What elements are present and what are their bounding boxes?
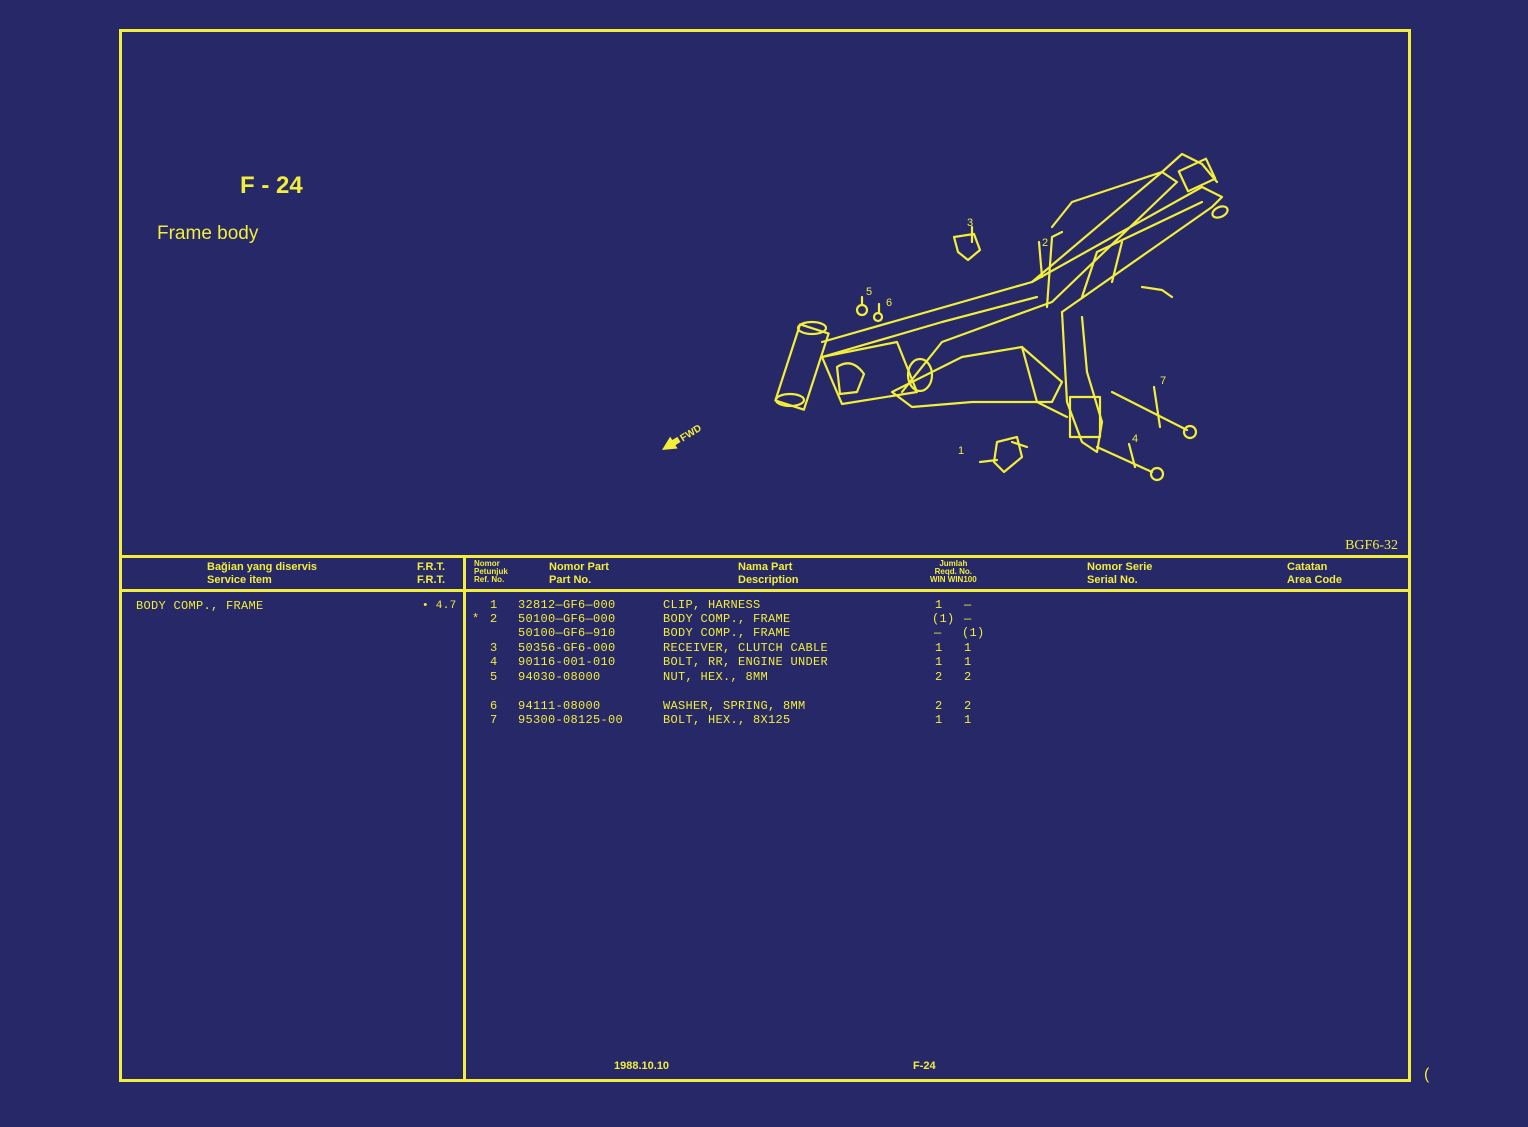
parts-sheet: F - 24 Frame body bbox=[119, 29, 1411, 1082]
area-code-header: Catatan Area Code bbox=[1287, 561, 1343, 586]
part-3-receiver bbox=[952, 232, 982, 262]
frt-header: F.R.T. F.R.T. bbox=[417, 561, 446, 586]
ref-no-header: Nomor Petunjuk Ref. No. bbox=[474, 559, 508, 584]
frt-value: • 4.7 bbox=[422, 600, 457, 612]
callout-3: 3 bbox=[967, 217, 973, 229]
callout-4: 4 bbox=[1132, 433, 1138, 445]
head-tube-part bbox=[774, 320, 830, 411]
page-code: F - 24 bbox=[240, 172, 303, 199]
footer-page-number: F-24 bbox=[913, 1060, 936, 1072]
part-1-clip bbox=[992, 435, 1024, 474]
pivot-plate bbox=[1060, 310, 1104, 454]
callout-1: 1 bbox=[958, 445, 964, 457]
callout-6: 6 bbox=[886, 297, 892, 309]
backbone-tube bbox=[820, 170, 1179, 394]
gusset-plate bbox=[820, 340, 919, 406]
callout-2: 2 bbox=[1042, 237, 1048, 249]
callout-5: 5 bbox=[866, 286, 872, 298]
description-header: Nama Part Description bbox=[738, 561, 799, 586]
part-5-nut bbox=[855, 303, 869, 317]
backbone-hole bbox=[906, 357, 934, 393]
corner-mark: ( bbox=[1424, 1066, 1430, 1083]
frame-illustration: 3 2 5 6 7 4 1 FWD bbox=[662, 152, 1229, 482]
column-divider bbox=[463, 555, 466, 1079]
fwd-label: FWD bbox=[679, 423, 704, 444]
part-no-header: Nomor Part Part No. bbox=[549, 561, 609, 586]
part-6-washer bbox=[872, 311, 884, 323]
qty-header: Jumlah Reqd. No. WIN WIN100 bbox=[930, 559, 977, 584]
table-top-rule bbox=[122, 555, 1408, 558]
seat-rail bbox=[1030, 185, 1224, 314]
callout-7: 7 bbox=[1160, 375, 1166, 387]
header-bottom-rule bbox=[122, 589, 1408, 592]
fwd-arrow-icon: FWD bbox=[662, 423, 704, 450]
serial-no-header: Nomor Serie Serial No. bbox=[1087, 561, 1153, 586]
illustration-ref: BGF6-32 bbox=[1345, 538, 1398, 553]
service-item: BODY COMP., FRAME bbox=[136, 599, 264, 613]
page-title: Frame body bbox=[157, 223, 259, 244]
service-item-header: Bağian yang diservis Service item bbox=[207, 561, 318, 586]
footer-date: 1988.10.10 bbox=[614, 1060, 670, 1072]
